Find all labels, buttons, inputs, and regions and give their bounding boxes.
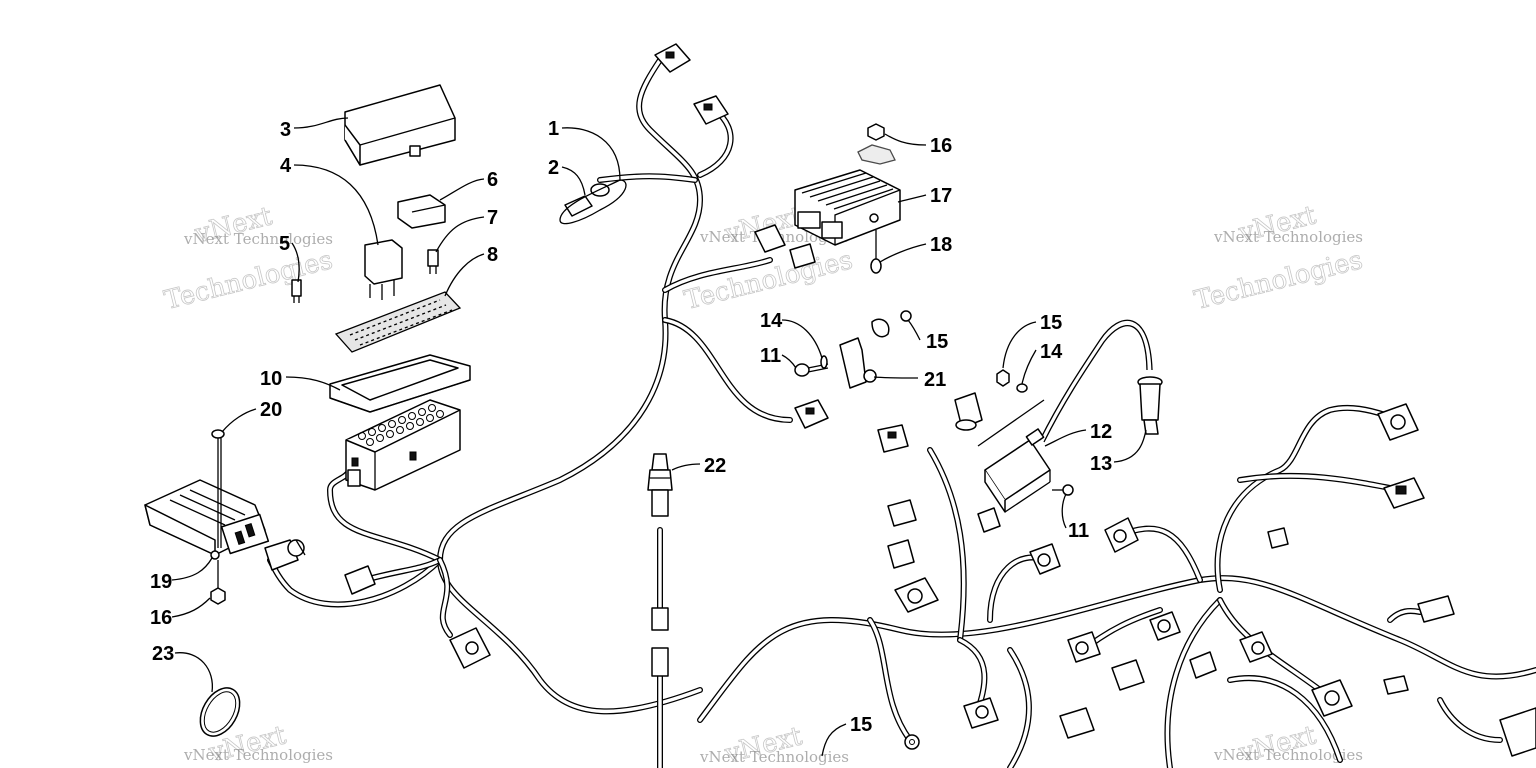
connector-r-8: [1104, 517, 1139, 553]
callout-15-bottom: 15: [850, 714, 872, 736]
connector-r-6: [977, 507, 1001, 533]
callout-14-left: 14: [760, 310, 783, 332]
svg-text:vNext Technologies: vNext Technologies: [183, 230, 333, 248]
connector-r-9: [1067, 631, 1101, 663]
callout-18: 18: [930, 234, 952, 256]
ecu-connector: [264, 539, 306, 571]
ecu-module: [144, 479, 270, 560]
ecu-nut: [210, 560, 226, 605]
voltage-regulator: [794, 169, 901, 246]
sensor-bracket: [839, 310, 912, 389]
connector-mid-1: [794, 399, 829, 429]
fuse-label-decal: [334, 291, 462, 353]
connector-r-2: [877, 424, 909, 453]
connector-r-14: [1311, 679, 1353, 717]
leader-lines: [171, 117, 1147, 757]
callout-11-left: 11: [760, 345, 781, 367]
maxi-fuse: [397, 194, 446, 229]
callout-19: 19: [150, 571, 172, 593]
connector-left-2: [449, 627, 491, 669]
callout-16-regulator: 16: [930, 135, 952, 157]
connector-r-12: [1189, 651, 1217, 679]
ring-terminal: [904, 734, 920, 750]
watermark-group: vNext vNext Technologies Technologies vN…: [161, 200, 1366, 768]
connector-r-22: [1059, 707, 1095, 739]
callout-labels: 1 2 3 4 5 6 7 8 10 11 11 12 13 14 14 15 …: [150, 118, 1112, 736]
callout-8: 8: [487, 244, 498, 266]
connector-left-1: [344, 565, 376, 595]
svg-text:vNext Technologies: vNext Technologies: [1213, 746, 1363, 764]
connector-top-1: [654, 43, 691, 73]
connector-r-17: [1267, 527, 1289, 549]
svg-text:Technologies: Technologies: [681, 245, 855, 316]
regulator-screw: [870, 230, 882, 274]
callout-3: 3: [280, 119, 291, 141]
callout-1: 1: [548, 118, 559, 140]
svg-text:vNext Technologies: vNext Technologies: [1213, 228, 1363, 246]
connector-r-3: [887, 499, 917, 527]
connector-r-5: [894, 577, 939, 613]
callout-5: 5: [279, 233, 290, 255]
callout-11-right: 11: [1068, 520, 1089, 542]
main-harness: [267, 57, 1536, 768]
connector-top-2: [693, 95, 729, 125]
inline-fuse-holder: [559, 179, 627, 225]
callout-15-bracket: 15: [926, 331, 948, 353]
callout-21: 21: [924, 369, 946, 391]
connector-r-1: [954, 392, 983, 431]
fuse-box-base: [345, 399, 461, 491]
callout-16-ecu: 16: [150, 607, 172, 629]
svg-text:vNext Technologies: vNext Technologies: [699, 748, 849, 766]
ecu-screw: [211, 429, 225, 548]
module-nut: [977, 369, 1045, 447]
connector-r-7: [1029, 543, 1061, 575]
connector-r-16: [1383, 477, 1425, 509]
callout-23: 23: [152, 643, 174, 665]
fuse-box-cover: [344, 84, 456, 166]
connector-r-13: [1239, 631, 1273, 663]
callout-10: 10: [260, 368, 282, 390]
callout-6: 6: [487, 169, 498, 191]
svg-text:Technologies: Technologies: [161, 245, 335, 316]
callout-2: 2: [548, 157, 559, 179]
connector-r-4: [887, 539, 915, 569]
regulator-nut: [857, 123, 896, 165]
connector-r-21: [963, 697, 999, 729]
oxygen-sensor: [647, 453, 673, 677]
connector-r-18: [1417, 595, 1455, 623]
callout-7: 7: [487, 207, 498, 229]
watermark-right-top: vNext vNext Technologies Technologies: [1191, 200, 1366, 317]
svg-text:Technologies: Technologies: [1191, 245, 1365, 316]
callout-17: 17: [930, 185, 952, 207]
fuse-box-gasket: [329, 354, 471, 413]
connector-r-10: [1111, 659, 1145, 691]
callout-15-module: 15: [1040, 312, 1062, 334]
mini-fuse-7: [427, 249, 439, 274]
watermark-left-top: vNext vNext Technologies Technologies: [161, 201, 336, 317]
svg-text:vNext Technologies: vNext Technologies: [183, 746, 333, 764]
watermark-center-bottom: vNext vNext Technologies: [699, 721, 849, 768]
connector-r-11: [1149, 611, 1181, 641]
speed-sensor: [1137, 376, 1163, 435]
module-screw: [1052, 484, 1074, 496]
callout-13: 13: [1090, 453, 1112, 475]
connector-r-20: [1499, 707, 1536, 757]
control-module: [984, 428, 1051, 513]
bracket-screw: [794, 355, 829, 377]
relay: [364, 239, 403, 300]
callout-12: 12: [1090, 421, 1112, 443]
band-clamp: [199, 687, 241, 737]
connector-r-15: [1377, 403, 1419, 441]
connector-r-19: [1383, 675, 1409, 695]
regulator-connector: [754, 224, 816, 269]
mini-fuse-5: [291, 279, 302, 303]
callout-20: 20: [260, 399, 282, 421]
callout-4: 4: [280, 155, 292, 177]
callout-14-right: 14: [1040, 341, 1063, 363]
callout-22: 22: [704, 455, 726, 477]
